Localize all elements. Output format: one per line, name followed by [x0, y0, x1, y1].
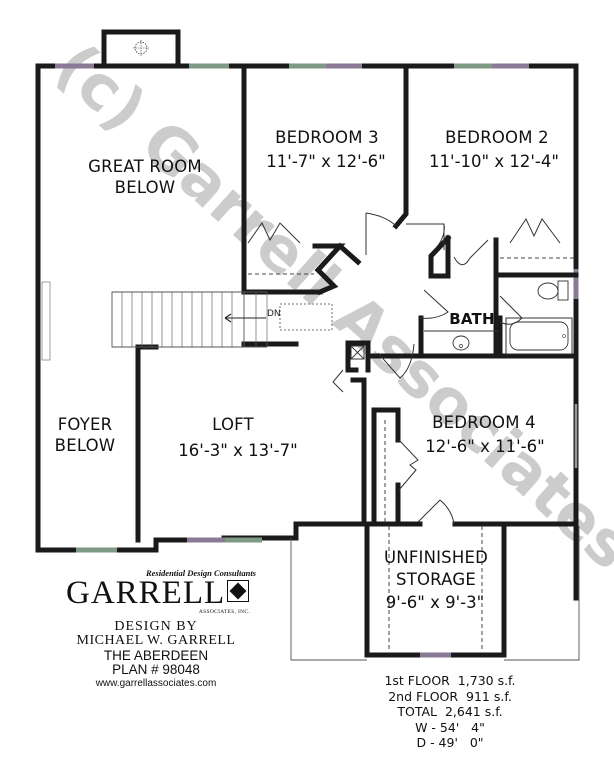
plan-title: THE ABERDEEN — [103, 648, 209, 663]
stair-down-label: DN — [267, 309, 281, 319]
bath-door-right — [499, 295, 523, 325]
bedroom3-door — [365, 212, 397, 255]
diamond-icon — [227, 580, 249, 602]
spec-width: W - 54' 4" — [415, 719, 485, 735]
area-specs: 1st FLOOR 1,730 s.f. 2nd FLOOR 911 s.f. … — [355, 673, 545, 751]
room-unfinished-storage: UNFINISHED STORAGE 9'-6" x 9'-3" — [384, 548, 488, 612]
room-name: BEDROOM 2 — [445, 128, 549, 147]
watermark-text: (c) Garrell Associates — [42, 29, 614, 584]
designer-name: MICHAEL W. GARRELL — [76, 633, 236, 648]
room-sub: BELOW — [55, 436, 116, 455]
hvac-chase-icon — [350, 345, 365, 360]
bedroom2-door-a — [406, 223, 445, 250]
room-name: LOFT — [212, 415, 254, 434]
sink-icon — [424, 330, 498, 351]
room-name: BEDROOM 3 — [275, 128, 379, 147]
stairs[interactable]: DN — [111, 291, 333, 348]
room-name: BATH — [449, 310, 494, 328]
bed3-closet-bifold — [247, 222, 301, 244]
room-name: GREAT ROOM — [88, 157, 202, 176]
room-dims: 12'-6" x 11'-6" — [425, 437, 544, 456]
arrow-left-icon — [224, 313, 266, 323]
room-name: UNFINISHED — [384, 548, 488, 567]
room-bedroom-2: BEDROOM 2 11'-10" x 12'-4" — [429, 128, 559, 171]
spec-first-floor: 1st FLOOR 1,730 s.f. — [384, 673, 516, 688]
watermark: (c) Garrell Associates — [42, 29, 614, 584]
room-bedroom-4: BEDROOM 4 12'-6" x 11'-6" — [425, 413, 544, 456]
spec-total: TOTAL 2,641 s.f. — [397, 704, 503, 719]
design-by-label: DESIGN BY — [114, 619, 198, 634]
room-bedroom-3: BEDROOM 3 11'-7" x 12'-6" — [266, 128, 385, 171]
room-sub: STORAGE — [396, 570, 476, 589]
interior-walls — [135, 63, 579, 543]
storage-door — [417, 499, 455, 525]
chimney — [101, 29, 181, 68]
logo-subtitle: ASSOCIATES, INC. — [198, 609, 250, 615]
room-name: BEDROOM 4 — [432, 413, 536, 432]
room-dims: 9'-6" x 9'-3" — [386, 593, 484, 612]
spec-depth: D - 49' 0" — [416, 735, 484, 750]
garrell-logo-block: Residential Design Consultants GARRELL A… — [56, 563, 256, 693]
room-great-room: GREAT ROOM BELOW — [88, 157, 202, 197]
doors — [247, 212, 574, 525]
website-link[interactable]: www.garrellassociates.com — [95, 678, 217, 689]
bedroom2-door-b — [453, 239, 489, 266]
hall-door — [377, 343, 415, 379]
bed4-closet-door — [398, 439, 419, 491]
room-dims: 11'-7" x 12'-6" — [266, 152, 385, 171]
room-name: FOYER — [58, 415, 113, 434]
room-dims: 11'-10" x 12'-4" — [429, 152, 559, 171]
bath-fixtures — [424, 280, 573, 355]
chimney-flue-icon — [133, 40, 149, 56]
toilet-icon — [537, 280, 569, 301]
room-dims: 16'-3" x 13'-7" — [178, 441, 297, 460]
room-loft: LOFT 16'-3" x 13'-7" — [178, 415, 297, 460]
bath-door-left — [419, 289, 449, 319]
windows — [55, 63, 579, 658]
logo-brand: GARRELL — [66, 575, 226, 611]
plan-number: PLAN # 98048 — [112, 662, 200, 677]
bed2-closet-bifold — [509, 217, 561, 244]
linen-door — [332, 369, 344, 393]
spec-second-floor: 2nd FLOOR 911 s.f. — [388, 688, 512, 704]
room-labels: GREAT ROOM BELOW BEDROOM 3 11'-7" x 12'-… — [55, 128, 559, 612]
room-sub: BELOW — [115, 178, 176, 197]
room-foyer: FOYER BELOW — [55, 415, 116, 455]
storage-outlines — [290, 420, 580, 661]
room-bath: BATH — [449, 310, 494, 328]
logo-tagline: Residential Design Consultants — [145, 568, 256, 578]
bathtub-icon — [505, 317, 573, 355]
